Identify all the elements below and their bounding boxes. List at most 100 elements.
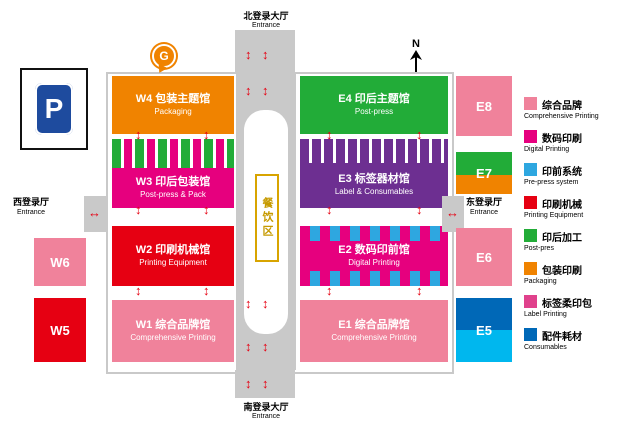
hall-W3-striped-zone: [112, 139, 234, 168]
legend-label-en: Comprehensive Printing: [524, 113, 599, 120]
legend-label-en: Pre-press system: [524, 179, 579, 186]
hall-E2: E2 数码印前馆 Digital Printing: [300, 226, 448, 286]
legend-label-zh: 标签柔印包: [542, 299, 592, 310]
north-entrance-label-en: Entrance: [251, 22, 281, 29]
hall-W3-subtitle: Post-press & Pack: [140, 189, 206, 199]
hall-E2-subtitle: Digital Printing: [348, 257, 400, 267]
legend-label-zh: 包装印刷: [542, 266, 582, 277]
hall-E8: E8: [456, 76, 512, 136]
flow-arrow-icon: ↕: [416, 127, 423, 142]
south-entrance-stub: [235, 370, 295, 398]
flow-arrow-icon: ↕: [416, 202, 423, 217]
legend-label-zh: 数码印刷: [542, 134, 582, 145]
flow-arrow-icon: ↕: [262, 339, 269, 354]
legend-swatch: [524, 196, 537, 209]
flow-arrow-icon: ↕: [245, 47, 252, 62]
legend-label-zh: 配件耗材: [542, 332, 582, 343]
hall-W2-subtitle: Printing Equipment: [139, 257, 207, 267]
legend-label-zh: 印前系统: [542, 167, 582, 178]
legend-swatch: [524, 295, 537, 308]
west-entrance-label-zh: 西登录厅: [12, 197, 49, 207]
hall-E4: E4 印后主题馆 Post-press: [300, 76, 448, 134]
east-entrance-label-zh: 东登录厅: [465, 197, 502, 207]
hall-E4-subtitle: Post-press: [354, 106, 394, 116]
hall-W6: W6: [34, 238, 86, 286]
hall-E1-subtitle: Comprehensive Printing: [331, 332, 417, 342]
hall-W2: W2 印刷机械馆 Printing Equipment: [112, 226, 234, 286]
hall-E3-title: E3 标签器材馆: [338, 173, 410, 186]
expo-logo-letter: G: [152, 44, 176, 68]
north-entrance-label-zh: 北登录大厅: [243, 11, 289, 21]
flow-arrow-icon: ↕: [326, 283, 333, 298]
flow-arrow-icon: ↕: [326, 127, 333, 142]
hall-E2-label-band: E2 数码印前馆 Digital Printing: [300, 240, 448, 272]
hall-E3-subtitle: Label & Consumables: [334, 187, 414, 197]
hall-W1-subtitle: Comprehensive Printing: [130, 332, 216, 342]
hall-E3-striped-zone: [300, 139, 448, 163]
legend-swatch: [524, 97, 537, 110]
legend-label-zh: 印后加工: [542, 233, 582, 244]
hall-E8-title: E8: [476, 98, 492, 114]
hall-W5-title: W5: [50, 322, 70, 338]
flow-arrow-icon: ↕: [262, 296, 269, 311]
flow-arrow-icon: ↕: [326, 202, 333, 217]
legend-label-en: Packaging: [524, 278, 557, 285]
hall-E7: E7: [456, 152, 512, 194]
hall-W6-title: W6: [50, 254, 70, 270]
east-entrance-label-en: Entrance: [469, 209, 499, 216]
hall-W4-subtitle: Packaging: [154, 106, 192, 116]
west-flow-arrow-icon: ↔: [88, 205, 101, 220]
parking-sign: P: [20, 68, 88, 150]
hall-E5: E5: [456, 298, 512, 362]
flow-arrow-icon: ↕: [135, 283, 142, 298]
legend-swatch: [524, 328, 537, 341]
west-entrance-stub: [84, 196, 108, 232]
hall-E5-title: E5: [476, 322, 492, 338]
legend-swatch: [524, 163, 537, 176]
parking-p-label: P: [35, 83, 73, 135]
hall-E6-title: E6: [476, 249, 492, 265]
hall-E4-title: E4 印后主题馆: [338, 92, 410, 105]
flow-arrow-icon: ↕: [262, 83, 269, 98]
hall-E7-top-zone: [456, 152, 512, 176]
legend-label-en: Printing Equipment: [524, 212, 584, 219]
flow-arrow-icon: ↕: [262, 376, 269, 391]
hall-W4: W4 包装主题馆 Packaging: [112, 76, 234, 134]
compass-arrow-icon: [410, 50, 422, 77]
east-flow-arrow-icon: ↔: [446, 205, 459, 220]
legend-swatch: [524, 229, 537, 242]
legend-label-zh: 综合品牌: [542, 101, 582, 112]
south-entrance-label-zh: 南登录大厅: [243, 402, 289, 412]
hall-E2-title: E2 数码印前馆: [338, 243, 410, 256]
north-entrance-stub: [235, 30, 295, 76]
hall-W2-title: W2 印刷机械馆: [135, 243, 211, 256]
flow-arrow-icon: ↕: [203, 283, 210, 298]
hall-E1-title: E1 综合品牌馆: [338, 318, 410, 331]
flow-arrow-icon: ↕: [262, 47, 269, 62]
legend-label-en: Consumables: [524, 344, 567, 351]
legend-label-en: Digital Printing: [524, 146, 570, 153]
hall-W1: W1 综合品牌馆 Comprehensive Printing: [112, 300, 234, 362]
west-entrance-label-en: Entrance: [16, 209, 46, 216]
flow-arrow-icon: ↕: [135, 127, 142, 142]
hall-W3-title: W3 印后包装馆: [135, 175, 211, 188]
hall-W5: W5: [34, 298, 86, 362]
legend-label-en: Label Printing: [524, 311, 567, 318]
hall-E7-title: E7: [476, 165, 492, 181]
flow-arrow-icon: ↕: [245, 376, 252, 391]
flow-arrow-icon: ↕: [245, 296, 252, 311]
hall-E6: E6: [456, 228, 512, 286]
legend-label-en: Post-pres: [524, 245, 554, 252]
hall-E1: E1 综合品牌馆 Comprehensive Printing: [300, 300, 448, 362]
dining-area-label: 餐饮区: [261, 197, 273, 239]
hall-W3: W3 印后包装馆 Post-press & Pack: [112, 168, 234, 208]
